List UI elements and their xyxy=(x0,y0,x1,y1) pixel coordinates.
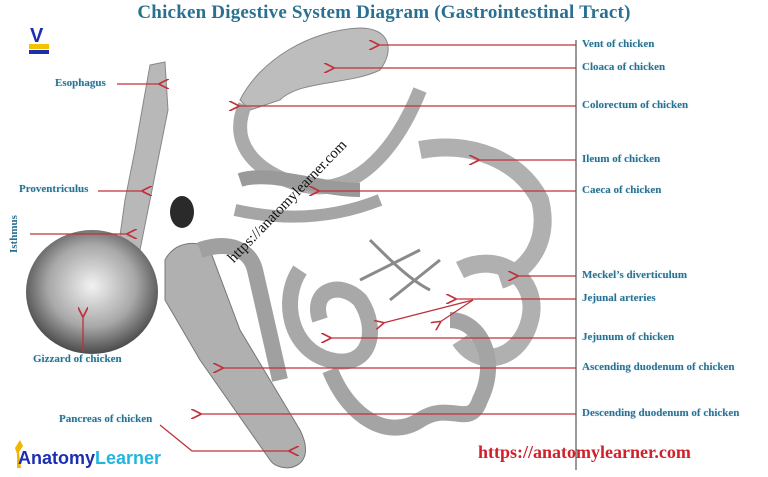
brand-figure-icon xyxy=(15,440,23,468)
label-colorectum: Colorectum of chicken xyxy=(582,99,689,111)
label-jejunal-arteries: Jejunal arteries xyxy=(582,292,656,304)
label-ileum: Ileum of chicken xyxy=(582,153,661,165)
label-meckels-diverticulum: Meckel’s diverticulum xyxy=(582,269,687,281)
footer-url-link[interactable]: https://anatomylearner.com xyxy=(478,442,691,462)
small-logo-icon: V xyxy=(25,25,51,57)
label-ascending-duodenum: Ascending duodenum of chicken xyxy=(582,361,735,373)
label-jejunum: Jejunum of chicken xyxy=(582,331,675,343)
diagram-title: Chicken Digestive System Diagram (Gastro… xyxy=(137,2,631,23)
label-descending-duodenum: Descending duodenum of chicken xyxy=(582,407,740,419)
label-caeca: Caeca of chicken xyxy=(582,184,662,196)
brand-logo: AnatomyLearner xyxy=(18,448,162,468)
label-esophagus: Esophagus xyxy=(55,77,106,89)
label-gizzard: Gizzard of chicken xyxy=(33,353,122,365)
label-vent: Vent of chicken xyxy=(582,38,655,50)
label-proventriculus: Proventriculus xyxy=(19,183,89,195)
label-pancreas: Pancreas of chicken xyxy=(59,413,153,425)
label-isthmus: Isthmus xyxy=(8,215,20,253)
label-cloaca: Cloaca of chicken xyxy=(582,61,666,73)
